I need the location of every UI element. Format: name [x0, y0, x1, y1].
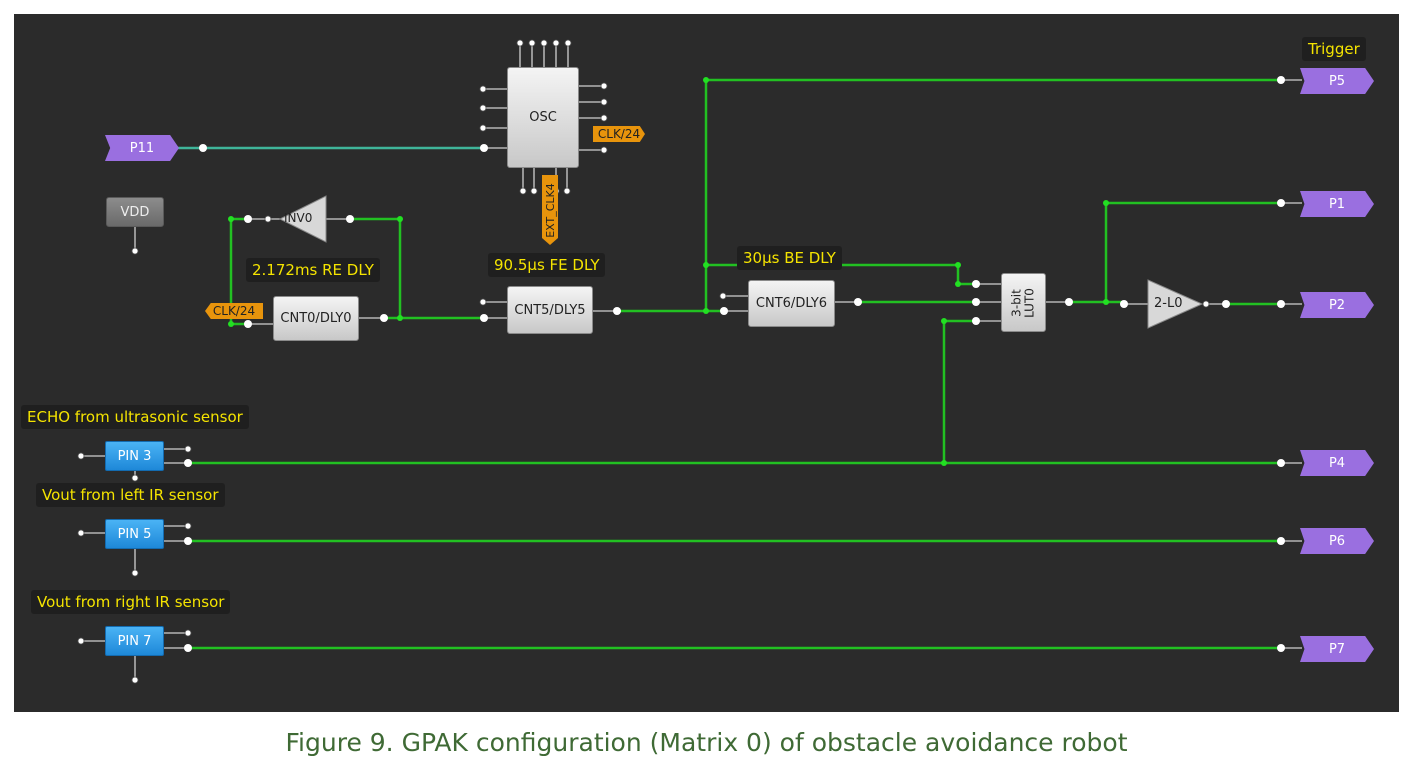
port-p11[interactable]: P11	[105, 135, 179, 161]
cnt5-dly5-block[interactable]: CNT5/DLY5	[507, 286, 593, 334]
pin-3[interactable]: PIN 3	[105, 441, 164, 471]
port-p11-label: P11	[129, 140, 155, 156]
port-p7-label: P7	[1328, 641, 1346, 657]
osc-clk24-text: CLK/24	[597, 127, 641, 141]
port-p6[interactable]: P6	[1300, 528, 1374, 554]
port-p1-label: P1	[1328, 196, 1346, 212]
cnt5-delay-label: 90.5µs FE DLY	[488, 253, 606, 277]
echo-label: ECHO from ultrasonic sensor	[21, 405, 249, 429]
cnt6-delay-label: 30µs BE DLY	[737, 246, 842, 270]
l0-label: 2-L0	[1154, 296, 1183, 311]
wire-lut-p1	[1104, 201, 1281, 302]
osc-block[interactable]: OSC	[507, 67, 579, 168]
port-p4-label: P4	[1328, 455, 1346, 471]
figure-caption: Figure 9. GPAK configuration (Matrix 0) …	[285, 728, 1128, 757]
cnt0-clk24-tag: CLK/24	[205, 303, 263, 319]
cnt0-delay-label: 2.172ms RE DLY	[246, 258, 380, 282]
left-ir-label: Vout from left IR sensor	[36, 483, 225, 507]
wire-inv0-loop	[229, 217, 248, 326]
port-p2[interactable]: P2	[1300, 292, 1374, 318]
cnt0-label: CNT0/DLY0	[280, 311, 352, 326]
inv0-label: INV0	[284, 211, 313, 225]
cnt6-label: CNT6/DLY6	[755, 296, 828, 311]
lut0-label: 3-bit LUT0	[1009, 287, 1037, 318]
cnt5-label: CNT5/DLY5	[514, 302, 586, 318]
pin-5[interactable]: PIN 5	[105, 519, 164, 549]
l0-triangle	[1147, 279, 1204, 329]
pin-7[interactable]: PIN 7	[105, 626, 164, 656]
port-p1[interactable]: P1	[1300, 191, 1374, 217]
pin-5-label: PIN 5	[117, 526, 152, 542]
vdd-label: VDD	[120, 204, 150, 220]
port-p2-label: P2	[1328, 297, 1346, 313]
pin-3-label: PIN 3	[117, 448, 152, 464]
ext-clk4-text: EXT_CLK4	[543, 182, 557, 238]
ext-clk4-tag: EXT_CLK4	[542, 175, 558, 245]
inv0-triangle	[278, 195, 327, 243]
pin-7-label: PIN 7	[117, 633, 152, 649]
cnt0-dly0-block[interactable]: CNT0/DLY0	[273, 296, 359, 341]
vdd-block[interactable]: VDD	[106, 197, 164, 227]
wire-pin3-lut	[942, 319, 976, 463]
osc-clk24-tag: CLK/24	[593, 126, 645, 142]
lut0-block[interactable]: 3-bit LUT0	[1001, 273, 1046, 332]
wire-trigger-bus	[704, 78, 1281, 311]
cnt0-clk24-text: CLK/24	[212, 304, 256, 318]
osc-label: OSC	[529, 110, 557, 125]
right-ir-label: Vout from right IR sensor	[31, 590, 231, 614]
port-p4[interactable]: P4	[1300, 450, 1374, 476]
cnt6-dly6-block[interactable]: CNT6/DLY6	[748, 280, 835, 327]
trigger-label: Trigger	[1302, 37, 1366, 61]
port-p5[interactable]: P5	[1300, 68, 1374, 94]
port-p5-label: P5	[1328, 73, 1346, 89]
port-p6-label: P6	[1328, 533, 1346, 549]
port-p7[interactable]: P7	[1300, 636, 1374, 662]
